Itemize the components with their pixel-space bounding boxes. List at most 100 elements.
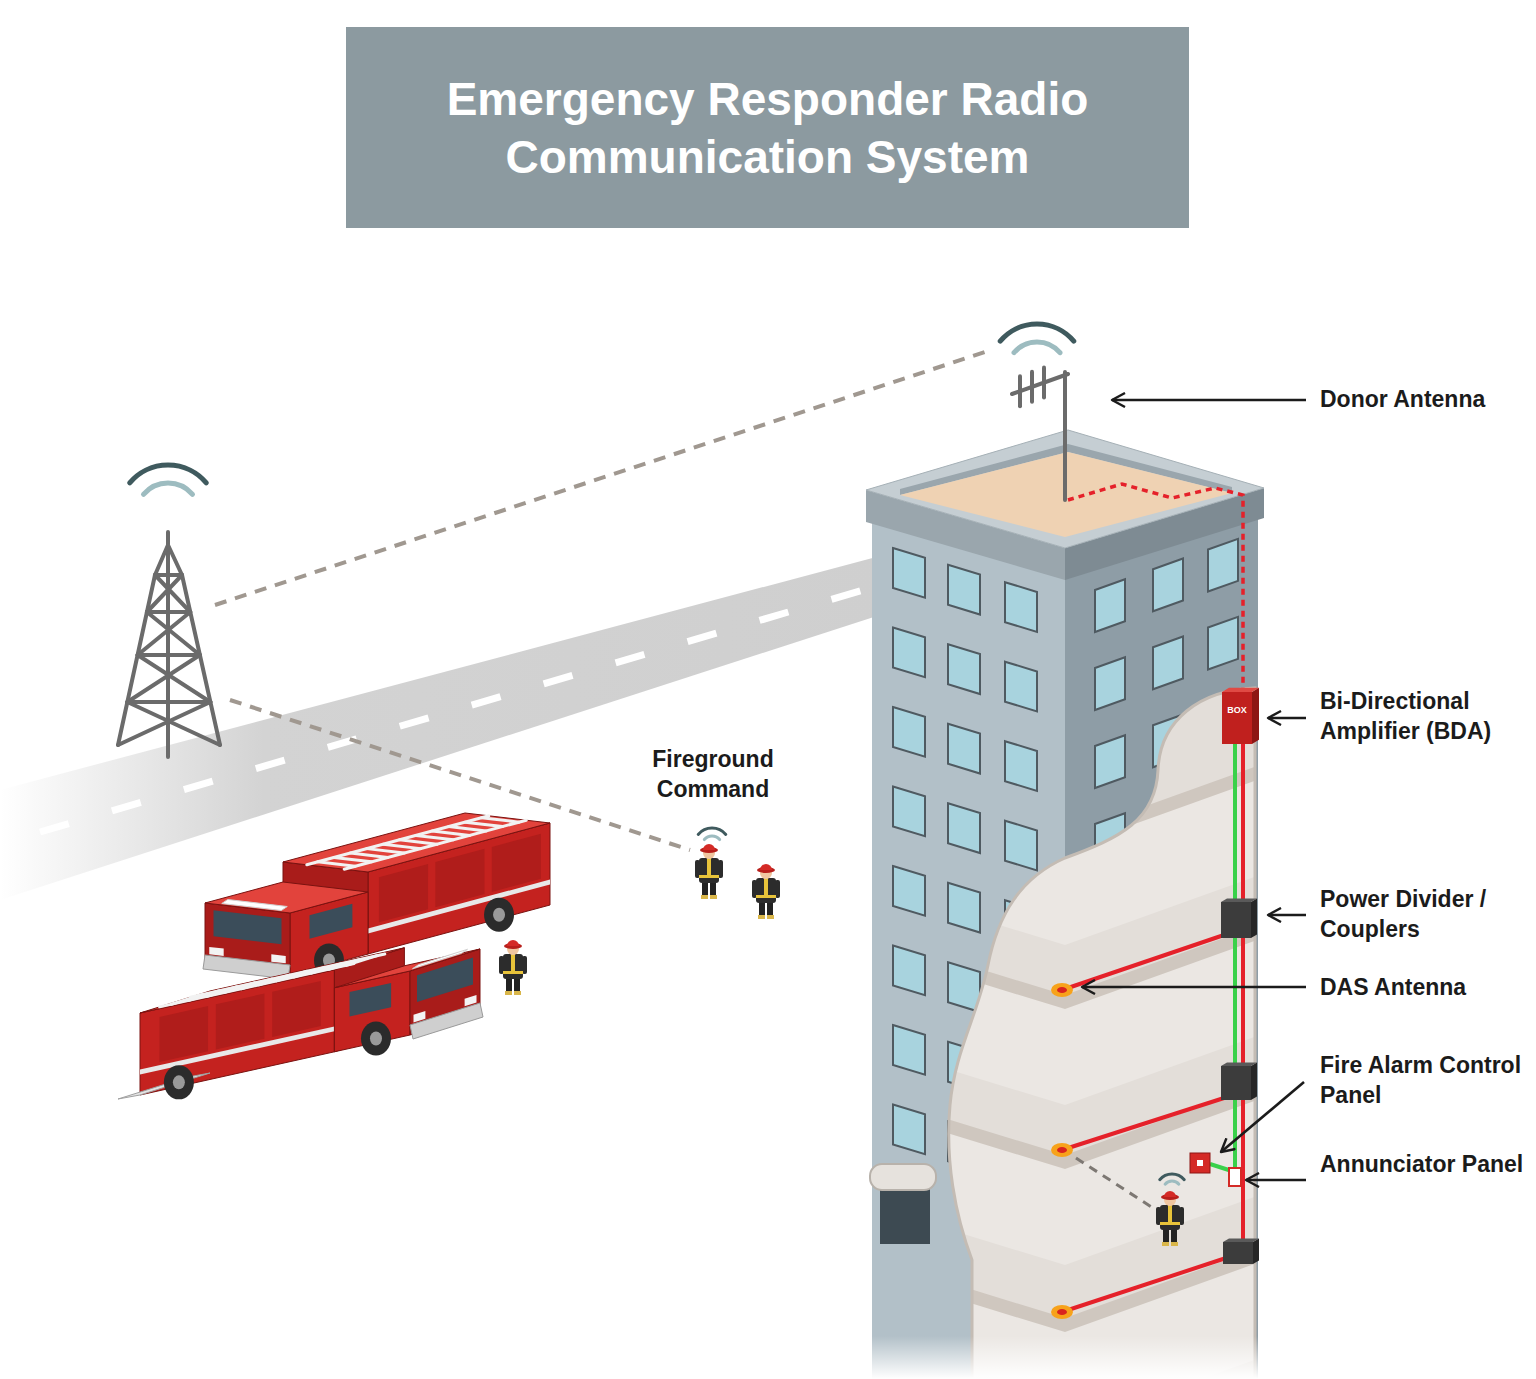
tower-brace bbox=[138, 655, 211, 702]
light-bar bbox=[413, 949, 468, 968]
firefighter-coat bbox=[1160, 1205, 1180, 1230]
das-antenna bbox=[1051, 1143, 1073, 1157]
coax-cable bbox=[1068, 484, 1243, 690]
firefighter-boot bbox=[505, 991, 512, 995]
power-divider bbox=[1221, 898, 1257, 938]
firefighter-boot bbox=[1162, 1242, 1169, 1246]
floor-plane bbox=[880, 777, 1260, 945]
label-slot: Fireground Command bbox=[638, 744, 788, 804]
leader-arrow bbox=[1112, 399, 1306, 402]
window bbox=[948, 883, 980, 933]
das-antenna-center bbox=[1057, 1147, 1067, 1153]
wheel bbox=[164, 1065, 194, 1099]
firefighter-boot bbox=[710, 895, 717, 899]
signal-arc bbox=[698, 828, 726, 834]
part-label: Fireground Command bbox=[638, 744, 788, 804]
signal-path bbox=[230, 700, 690, 850]
truck-stripe bbox=[140, 1026, 334, 1074]
device-marking: BOX bbox=[1222, 705, 1252, 716]
wheel-hub bbox=[173, 1075, 185, 1089]
coat-stripe bbox=[503, 971, 523, 974]
label-slot: Power Divider / Couplers bbox=[1320, 884, 1525, 944]
window bbox=[1005, 662, 1037, 712]
truck-side bbox=[334, 971, 410, 1052]
cube-front bbox=[1222, 692, 1252, 744]
tower-leg bbox=[118, 575, 155, 745]
window bbox=[948, 565, 980, 615]
truck-compartment bbox=[159, 1006, 208, 1062]
window bbox=[893, 1105, 925, 1155]
part-label: Power Divider / Couplers bbox=[1320, 884, 1525, 944]
window bbox=[893, 628, 925, 678]
fire-alarm-panel-face bbox=[1197, 1160, 1203, 1166]
signal-arc bbox=[1165, 1181, 1179, 1184]
bumper bbox=[410, 1003, 483, 1039]
wheel-hub bbox=[493, 908, 505, 922]
power-divider bbox=[1221, 1062, 1257, 1100]
ladder-rung bbox=[259, 975, 290, 985]
window bbox=[1153, 559, 1183, 612]
tower-brace bbox=[155, 575, 190, 612]
label-slot: Annunciator Panel bbox=[1320, 1149, 1525, 1179]
floor-slab bbox=[880, 765, 1260, 849]
firefighter bbox=[1156, 1191, 1184, 1246]
window bbox=[893, 548, 925, 598]
firefighter-boot bbox=[758, 915, 765, 919]
bumper bbox=[203, 955, 290, 979]
truck-compartment bbox=[435, 849, 484, 907]
ladder-rung bbox=[189, 991, 220, 1001]
ladder bbox=[307, 816, 526, 869]
part-label: Fire Alarm Control Panel bbox=[1320, 1050, 1525, 1110]
antenna-mast bbox=[1063, 372, 1067, 500]
window bbox=[948, 644, 980, 694]
window bbox=[948, 724, 980, 774]
label-slot: BOX bbox=[1222, 705, 1252, 716]
window bbox=[1095, 735, 1125, 788]
part-label: Donor Antenna bbox=[1320, 384, 1530, 414]
leader-arrow bbox=[1268, 717, 1306, 720]
cube-front bbox=[1221, 902, 1251, 938]
signal-arc bbox=[1000, 324, 1074, 341]
window bbox=[893, 866, 925, 916]
ladder-rung bbox=[294, 967, 325, 977]
ladder-rung bbox=[416, 835, 453, 839]
helmet bbox=[1164, 1191, 1176, 1197]
coat-stripe bbox=[707, 858, 711, 875]
ladder-rung bbox=[276, 971, 307, 981]
cube-top bbox=[1222, 688, 1259, 692]
cab-window bbox=[350, 983, 392, 1017]
leader-arrow bbox=[1246, 1179, 1306, 1182]
wheel bbox=[361, 1022, 391, 1056]
power-divider bbox=[1223, 1238, 1259, 1264]
window bbox=[1208, 617, 1238, 670]
ladder-rung bbox=[432, 831, 469, 835]
tower-bar bbox=[147, 610, 190, 614]
radio-tower bbox=[118, 532, 220, 757]
fire-alarm-panel bbox=[1190, 1153, 1210, 1173]
coat-stripe bbox=[511, 954, 515, 971]
ladder-rung bbox=[206, 987, 237, 997]
ladder-rung bbox=[311, 963, 342, 973]
label-slot: Donor Antenna bbox=[1320, 384, 1530, 414]
ladder-rung bbox=[350, 853, 387, 857]
windshield bbox=[214, 910, 282, 944]
window bbox=[948, 803, 980, 853]
cube-side bbox=[1253, 1238, 1259, 1264]
headlight bbox=[209, 947, 223, 956]
tower-brace bbox=[147, 612, 200, 655]
firefighter-boot bbox=[1171, 1242, 1178, 1246]
wheel-hub bbox=[370, 1032, 382, 1046]
cab-window bbox=[310, 904, 353, 939]
leader-lines bbox=[1082, 400, 1306, 1180]
leader-arrow bbox=[1268, 914, 1306, 917]
das-antenna bbox=[1051, 983, 1073, 997]
das-antenna-center bbox=[1057, 987, 1067, 993]
das-antenna-center bbox=[1057, 1309, 1067, 1315]
signal-arc bbox=[1014, 342, 1060, 353]
floor-plane bbox=[880, 1097, 1260, 1265]
window bbox=[948, 962, 980, 1012]
ladder-rung bbox=[383, 844, 420, 848]
tower-brace bbox=[127, 702, 220, 745]
firefighter-coat bbox=[756, 878, 776, 903]
cutaway-edge bbox=[949, 688, 1255, 1379]
